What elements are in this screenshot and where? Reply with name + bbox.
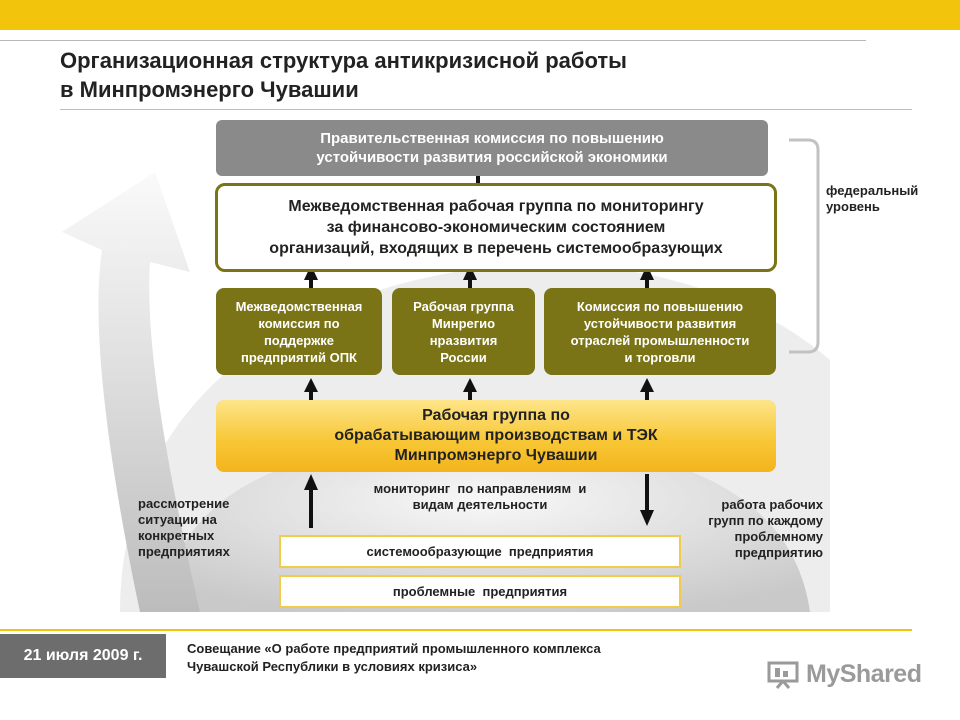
right-annotation-line-3: проблемному (734, 529, 824, 544)
regional-wg-line-2: обрабатывающим производствам и ТЭК (334, 427, 658, 444)
left-annotation-line-4: предприятиях (138, 544, 230, 559)
minregion-line-2: Минрегио (431, 315, 496, 331)
right-annotation-line-4: предприятию (734, 545, 823, 560)
industry-commission-box: Комиссия по повышению устойчивости разви… (544, 288, 776, 375)
left-annotation-line-2: ситуации на (138, 512, 217, 527)
opk-line-1: Межведомственная (235, 298, 363, 314)
title-line-2: в Минпромэнерго Чувашии (60, 77, 359, 102)
center-annotation: мониторинг по направлениям и видам деяте… (330, 481, 630, 513)
title-line-1: Организационная структура антикризисной … (60, 48, 627, 73)
left-annotation-line-1: рассмотрение (138, 496, 230, 511)
interagency-working-group-box: Межведомственная рабочая группа по монит… (215, 183, 777, 272)
date-text: 21 июля 2009 г. (23, 647, 143, 664)
right-annotation: работа рабочих групп по каждому проблемн… (660, 497, 823, 561)
problem-enterprises-label: проблемные предприятия (392, 584, 568, 599)
federal-level-line-2: уровень (826, 199, 880, 214)
top-divider (0, 40, 866, 41)
left-annotation: рассмотрение ситуации на конкретных пред… (138, 496, 258, 560)
meeting-caption: Совещание «О работе предприятий промышле… (187, 640, 747, 676)
curved-arrow-icon (62, 172, 200, 612)
industry-line-1: Комиссия по повышению (576, 298, 744, 314)
federal-level-label: федеральный уровень (826, 183, 946, 215)
top-accent-bar (0, 0, 960, 30)
system-enterprises-label: системообразующие предприятия (366, 544, 594, 559)
right-annotation-line-2: групп по каждому (708, 513, 823, 528)
opk-commission-box: Межведомственная комиссия по поддержке п… (216, 288, 382, 375)
opk-line-4: предприятий ОПК (240, 349, 357, 365)
left-annotation-line-3: конкретных (138, 528, 215, 543)
center-annotation-line-1: мониторинг по направлениям и (373, 481, 587, 496)
presentation-icon (767, 661, 799, 689)
gov-commission-line-2: устойчивости развития российской экономи… (316, 149, 668, 166)
page-title: Организационная структура антикризисной … (60, 46, 880, 104)
industry-line-4: и торговли (624, 349, 696, 365)
system-enterprises-box: системообразующие предприятия (279, 535, 681, 568)
minregion-line-4: России (440, 349, 487, 365)
myshared-logo[interactable]: MyShared (766, 657, 936, 691)
regional-wg-line-3: Минпромэнерго Чувашии (394, 447, 598, 464)
industry-line-3: отраслей промышленности (570, 332, 750, 348)
minregion-line-1: Рабочая группа (413, 298, 514, 314)
regional-wg-line-1: Рабочая группа по (422, 407, 570, 424)
industry-line-2: устойчивости развития (583, 315, 737, 331)
logo-text: MyShared (806, 659, 922, 688)
federal-level-line-1: федеральный (826, 183, 919, 198)
interagency-wg-line-2: за финансово-экономическим состоянием (326, 219, 666, 236)
regional-working-group-box: Рабочая группа по обрабатывающим произво… (216, 400, 776, 472)
center-annotation-line-2: видам деятельности (412, 497, 548, 512)
title-divider (60, 109, 912, 110)
problem-enterprises-box: проблемные предприятия (279, 575, 681, 608)
opk-line-3: поддержке (263, 332, 335, 348)
government-commission-box: Правительственная комиссия по повышению … (216, 120, 768, 176)
minregion-working-group-box: Рабочая группа Минрегио нразвития России (392, 288, 535, 375)
caption-line-1: Совещание «О работе предприятий промышле… (187, 641, 601, 656)
federal-bracket (789, 138, 820, 354)
interagency-wg-line-1: Межведомственная рабочая группа по монит… (288, 198, 704, 215)
caption-line-2: Чувашской Республики в условиях кризиса» (187, 659, 478, 674)
gov-commission-line-1: Правительственная комиссия по повышению (320, 130, 664, 147)
footer-divider (0, 629, 912, 631)
date-badge: 21 июля 2009 г. (0, 634, 166, 678)
opk-line-2: комиссия по (258, 315, 340, 331)
minregion-line-3: нразвития (429, 332, 498, 348)
right-annotation-line-1: работа рабочих (721, 497, 823, 512)
interagency-wg-line-3: организаций, входящих в перечень системо… (269, 240, 723, 257)
